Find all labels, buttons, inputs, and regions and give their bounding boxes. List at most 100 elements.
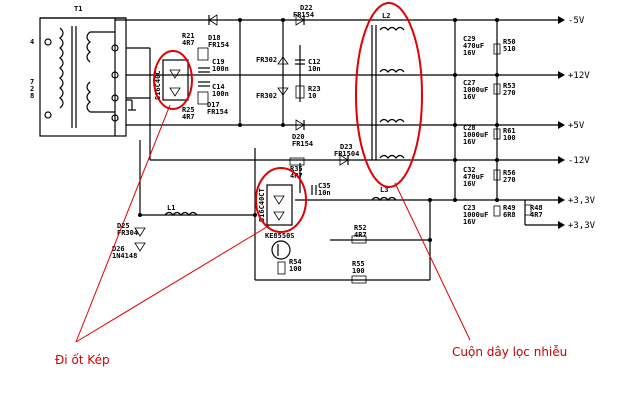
r50-value: 510 xyxy=(503,45,516,53)
output-arrows xyxy=(558,16,565,229)
c12-value: 10n xyxy=(308,65,321,73)
d22-ref: D22 xyxy=(300,4,313,12)
l3-label: L3 xyxy=(380,186,388,194)
output-label: +3,3V xyxy=(568,221,596,231)
c14-value: 100n xyxy=(212,90,229,98)
d18-ref: D18 xyxy=(208,34,221,42)
c27-value: 1000uF xyxy=(463,86,488,94)
l1-label: L1 xyxy=(167,204,175,212)
d25-ref: D25 xyxy=(117,222,130,230)
r49-ref: R49 xyxy=(503,204,516,212)
c27-ref: C27 xyxy=(463,79,476,87)
wiring xyxy=(115,19,560,281)
r21-value: 4R7 xyxy=(182,39,195,47)
r48-ref: R48 xyxy=(530,204,543,212)
side-mark: 4 xyxy=(30,38,34,46)
r55-value: 100 xyxy=(352,267,365,275)
dual-diode-2: S16C40CT xyxy=(258,184,293,226)
snubber-1 xyxy=(197,47,210,105)
output-label: -12V xyxy=(568,156,590,166)
red-annotations xyxy=(75,2,471,343)
c35-capacitor xyxy=(311,185,317,195)
side-mark: 8 xyxy=(30,92,34,100)
r56-ref: R56 xyxy=(503,169,516,177)
dual-diode-annotation: Đi ốt Kép xyxy=(55,353,110,367)
c28-value: 1000uF xyxy=(463,131,488,139)
c29-value: 470uF xyxy=(463,42,484,50)
transistor xyxy=(271,240,291,260)
l2-label: L2 xyxy=(382,12,390,20)
d25-value: FR304 xyxy=(117,229,138,237)
r55-resistor xyxy=(351,275,367,284)
l2-choke xyxy=(371,25,405,160)
d18-value: FR154 xyxy=(208,41,229,49)
fr302a-label: FR302 xyxy=(256,56,277,64)
r53-ref: R53 xyxy=(503,82,516,90)
transistor-label: KE8550S xyxy=(265,232,295,240)
c23-value: 1000uF xyxy=(463,211,488,219)
c23-voltage: 16V xyxy=(463,218,476,226)
c14-ref: C14 xyxy=(212,83,225,91)
dual-diode-1: S16C40C xyxy=(154,59,189,101)
d20-value: FR154 xyxy=(292,140,313,148)
c27-voltage: 16V xyxy=(463,93,476,101)
side-mark: 7 xyxy=(30,78,34,86)
r54-resistor xyxy=(277,261,286,275)
c29-voltage: 16V xyxy=(463,49,476,57)
c19-ref: C19 xyxy=(212,58,225,66)
d20-ref: D20 xyxy=(292,133,305,141)
r48-value: 4R7 xyxy=(530,211,543,219)
output-filters xyxy=(454,20,560,226)
output-label: +3,3V xyxy=(568,196,596,206)
l1-coil xyxy=(164,211,198,216)
c19-value: 100n xyxy=(212,65,229,73)
r21-ref: R21 xyxy=(182,32,195,40)
dual-diode-2-label: S16C40CT xyxy=(258,188,266,222)
r55-ref: R55 xyxy=(352,260,365,268)
r35-resistor xyxy=(289,157,305,166)
filter-coil-annotation: Cuộn dây lọc nhiễu xyxy=(452,345,567,359)
c23-ref: C23 xyxy=(463,204,476,212)
r54-ref: R54 xyxy=(289,258,302,266)
c28-voltage: 16V xyxy=(463,138,476,146)
transformer-t1: T1 xyxy=(39,5,136,137)
dual-diode-1-label: S16C40C xyxy=(154,70,162,100)
r23-value: 10 xyxy=(308,92,316,100)
c35-ref: C35 xyxy=(318,182,331,190)
d23-value: FR1504 xyxy=(334,150,359,158)
d23-ref: D23 xyxy=(340,143,353,151)
c35-value: 10n xyxy=(318,189,331,197)
d25-diode xyxy=(134,227,146,237)
r25-value: 4R7 xyxy=(182,113,195,121)
c28-ref: C28 xyxy=(463,124,476,132)
side-mark: 2 xyxy=(30,85,34,93)
transformer-label: T1 xyxy=(74,5,82,13)
d26-value: 1N4148 xyxy=(112,252,137,260)
c32-voltage: 16V xyxy=(463,180,476,188)
output-label: -5V xyxy=(568,16,585,26)
d17-value: FR154 xyxy=(207,108,228,116)
r52-resistor xyxy=(351,235,367,244)
junction-dots xyxy=(138,18,499,242)
fr302b-label: FR302 xyxy=(256,92,277,100)
output-label: +12V xyxy=(568,71,590,81)
rectifier-diodes xyxy=(208,14,349,166)
r25-ref: R25 xyxy=(182,106,195,114)
d22-value: FR154 xyxy=(293,11,314,19)
c12-ref: C12 xyxy=(308,58,321,66)
r35-ref: R35 xyxy=(290,165,303,173)
r56-value: 270 xyxy=(503,176,516,184)
r52-ref: R52 xyxy=(354,224,367,232)
d17-ref: D17 xyxy=(207,101,220,109)
l3-coil xyxy=(371,196,397,201)
r23-ref: R23 xyxy=(308,85,321,93)
r61-value: 100 xyxy=(503,134,516,142)
r50-ref: R50 xyxy=(503,38,516,46)
output-label: +5V xyxy=(568,121,585,131)
d26-ref: D26 xyxy=(112,245,125,253)
c29-ref: C29 xyxy=(463,35,476,43)
d26-diode xyxy=(134,242,146,252)
c32-ref: C32 xyxy=(463,166,476,174)
c32-value: 470uF xyxy=(463,173,484,181)
